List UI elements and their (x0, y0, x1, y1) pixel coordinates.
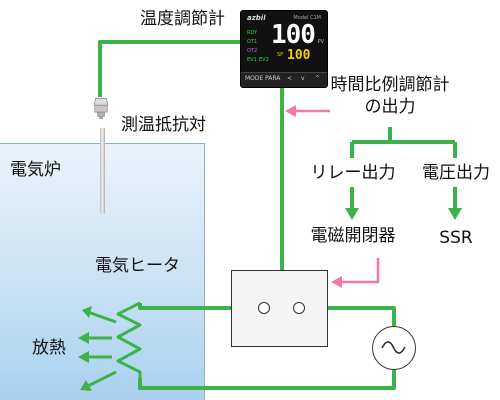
controller-keypad: MODE PARA < v ^ (241, 72, 327, 87)
sensor-label: 測温抵抗対 (121, 115, 206, 135)
voltage-output-label: 電圧出力 (422, 163, 490, 183)
magnetic-switch-box (231, 270, 328, 347)
sensor-wire (98, 40, 240, 97)
ac-source-icon (372, 326, 416, 370)
controller-label: 温度調節計 (140, 9, 225, 29)
key-mode: MODE (245, 75, 264, 82)
controller-model: Model C1M (293, 15, 321, 21)
pink-arrow-switch (340, 258, 380, 284)
heat-arrow-1 (87, 310, 117, 324)
pv-unit: PV (317, 39, 324, 45)
furnace-label: 電気炉 (10, 160, 61, 180)
magnetic-switch-label: 電磁開閉器 (310, 226, 396, 246)
heat-arrow-3-head (78, 351, 89, 363)
temperature-controller: azbil Model C1M RDY OT1 OT2 EV1 EV2 100 … (240, 10, 328, 88)
indicator-ev2: EV2 (259, 57, 269, 63)
key-up: ^ (315, 75, 321, 82)
voltage-arrow-head (448, 208, 462, 220)
indicator-ev1: EV1 (247, 57, 257, 63)
terminal-right (293, 302, 305, 314)
terminal-left (258, 302, 270, 314)
indicator-ot2: OT2 (247, 48, 258, 54)
indicator-ot1: OT1 (247, 39, 258, 45)
heater-label: 電気ヒータ (95, 256, 180, 276)
indicator-rdy: RDY (247, 30, 258, 36)
heat-arrow-2-head (78, 332, 89, 344)
heat-arrow-4 (87, 370, 117, 388)
key-left: < (287, 75, 293, 82)
terminal-to-source (305, 306, 396, 326)
heat-label: 放熱 (32, 338, 66, 358)
pink-arrow-switch-head (331, 276, 342, 288)
relay-output-label: リレー出力 (310, 163, 396, 183)
key-down: v (301, 75, 305, 82)
sv-display: 100 (287, 48, 311, 63)
rtd-sensor-icon (93, 98, 109, 119)
output-label-1: 時間比例調節計 (330, 75, 450, 95)
output-branch (350, 127, 457, 158)
relay-arrow-head (345, 208, 359, 220)
sv-tag: SP (277, 52, 284, 58)
output-label-2: の出力 (364, 97, 416, 117)
key-para: PARA (265, 75, 281, 82)
pink-arrow-output-head (285, 105, 296, 117)
ssr-label: SSR (439, 228, 473, 248)
heat-arrow-1-head (82, 306, 92, 318)
controller-brand: azbil (247, 14, 266, 22)
sensor-probe (100, 128, 105, 214)
heater-coil-icon (116, 301, 142, 378)
source-to-heater (138, 370, 396, 390)
heat-arrow-4-head (80, 380, 92, 391)
pv-display: 100 (271, 20, 316, 50)
